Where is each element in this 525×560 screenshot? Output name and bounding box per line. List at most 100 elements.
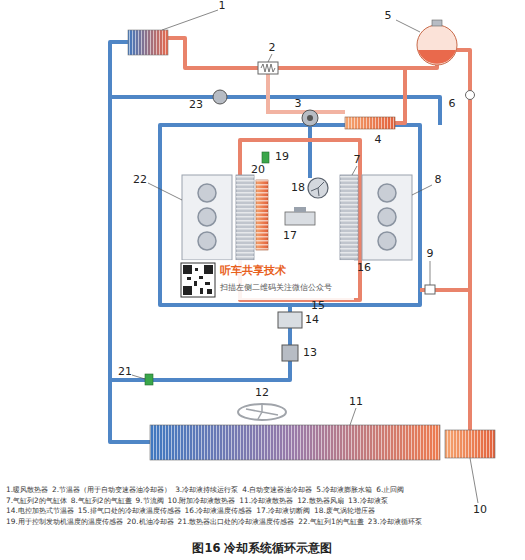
callout-number: 5: [385, 10, 392, 22]
part-name: 19.用于控制发动机温度的温度传感器: [6, 517, 123, 528]
leader-line: [352, 166, 357, 175]
part-name: 23.冷却液循环泵: [368, 517, 422, 528]
heater-core: [128, 30, 168, 55]
cold-pipe: [110, 361, 290, 380]
callout-number: 20: [251, 164, 265, 176]
leader-line: [148, 183, 182, 200]
hot-pipes: [168, 38, 470, 430]
qr-code: [181, 263, 215, 297]
part-name: 21.散热器出口处的冷却液温度传感器: [178, 517, 295, 528]
leader-line: [162, 10, 218, 30]
temperature-sensor: [262, 152, 269, 163]
cylinder-block-ribs: [340, 175, 358, 260]
callout-number: 19: [275, 151, 289, 163]
qr-module: [195, 268, 198, 271]
parts-list-line: 14.电控加热式节温器15.排气口处的冷却液温度传感器16.冷却液温度传感器17…: [6, 506, 521, 517]
leader-line: [470, 458, 478, 503]
coolant-radiator: [150, 425, 440, 460]
cylinder: [378, 232, 396, 250]
cylinder: [378, 184, 396, 202]
extra-radiator: [445, 430, 495, 458]
leader-lines: [132, 10, 478, 503]
callout-number: 2: [269, 42, 276, 54]
cylinder-head: [182, 175, 232, 260]
callout-number: 13: [303, 347, 317, 359]
atf-cooler: [345, 117, 395, 129]
turbo-blades: [311, 182, 324, 196]
leader-line: [412, 185, 432, 195]
leader-line: [268, 54, 272, 62]
pump: [302, 110, 318, 126]
callout-number: 11: [349, 396, 363, 408]
cylinder: [378, 208, 396, 226]
part-name: 12.散热器风扇: [297, 496, 344, 507]
radiator-fan: [238, 404, 286, 420]
part-name: 7.气缸列2的气缸体: [6, 496, 67, 507]
part-name: 1.暖风散热器: [6, 485, 48, 496]
check-valve: [466, 91, 475, 100]
coolant-radiator-fins: [150, 425, 440, 460]
part-name: 10.附加冷却液散热器: [168, 496, 236, 507]
hot-pipe: [395, 68, 405, 123]
part-name: 18.废气涡轮增压器: [314, 506, 375, 517]
callout-number: 14: [305, 314, 319, 326]
cold-pipe: [308, 126, 312, 178]
atf-cooler-fins: [345, 117, 395, 129]
coolant-pump: [282, 345, 298, 361]
callout-number: 9: [427, 248, 434, 260]
leader-line: [132, 375, 145, 379]
heated-thermostat: [278, 312, 302, 328]
part-name: 6.止回阀: [376, 485, 404, 496]
part-name: 16.冷却液温度传感器: [185, 506, 253, 517]
callout-number: 17: [283, 230, 297, 242]
heater-core-fins: [128, 30, 168, 55]
cylinder-block: [340, 175, 358, 260]
part-name: 4.自动变速器油冷却器: [242, 485, 312, 496]
parts-list-line: 19.用于控制发动机温度的温度传感器 20.机油冷却器 21.散热器出口处的冷却液温…: [6, 517, 521, 528]
cylinder-block-ribs: [236, 175, 254, 260]
extra-radiator-fins: [445, 430, 495, 458]
figure-caption: 图16 冷却系统循环示意图: [0, 541, 525, 556]
parts-list-line: 7.气缸列2的气缸体8.气缸列2的气缸盖9.节流阀10.附加冷却液散热器11.冷…: [6, 496, 521, 507]
qr-module: [187, 277, 191, 280]
tank-coolant: [418, 50, 456, 64]
watermark-text: 扫描左侧二维码关注微信公众号: [220, 284, 332, 292]
turbocharger: [308, 178, 328, 198]
leader-line: [430, 261, 431, 285]
cylinder: [198, 184, 216, 202]
part-name: 3.冷却液持续运行泵: [175, 485, 238, 496]
expansion-tank: [417, 25, 457, 65]
qr-module: [183, 265, 192, 274]
shutoff-valve: [285, 212, 315, 225]
callout-number: 16: [357, 262, 371, 274]
part-name: 11.冷却液散热器: [239, 496, 293, 507]
cold-pipe: [288, 328, 292, 345]
hot-pipe: [455, 50, 470, 430]
part-name: 5.冷却液膨胀水箱: [316, 485, 372, 496]
part-name: 14.电控加热式节温器: [6, 506, 74, 517]
watermark-text: 听车共享技术: [220, 265, 286, 277]
part-name: 20.机油冷却器: [127, 517, 174, 528]
hot-pipe: [168, 38, 437, 68]
leader-line: [396, 20, 420, 32]
fan-blades: [246, 405, 278, 419]
qr-module: [205, 282, 210, 285]
callout-number: 22: [133, 174, 147, 186]
callout-number: 4: [375, 134, 382, 146]
callout-number: 1: [219, 0, 226, 12]
part-name: 9.节流阀: [136, 496, 164, 507]
watermark-panel: [178, 260, 354, 300]
callout-number: 18: [291, 182, 305, 194]
thermostat-spring: [261, 64, 275, 72]
temperature-sensor: [145, 374, 153, 385]
callout-number: 15: [311, 300, 325, 312]
qr-module: [183, 286, 192, 295]
qr-module: [207, 289, 212, 294]
cold-pipe: [160, 125, 420, 305]
thermostat: [258, 62, 278, 74]
part-name: 2.节温器（用于自动变速器油冷却器）: [52, 485, 171, 496]
callout-number: 21: [118, 366, 132, 378]
callout-number: 7: [354, 154, 361, 166]
